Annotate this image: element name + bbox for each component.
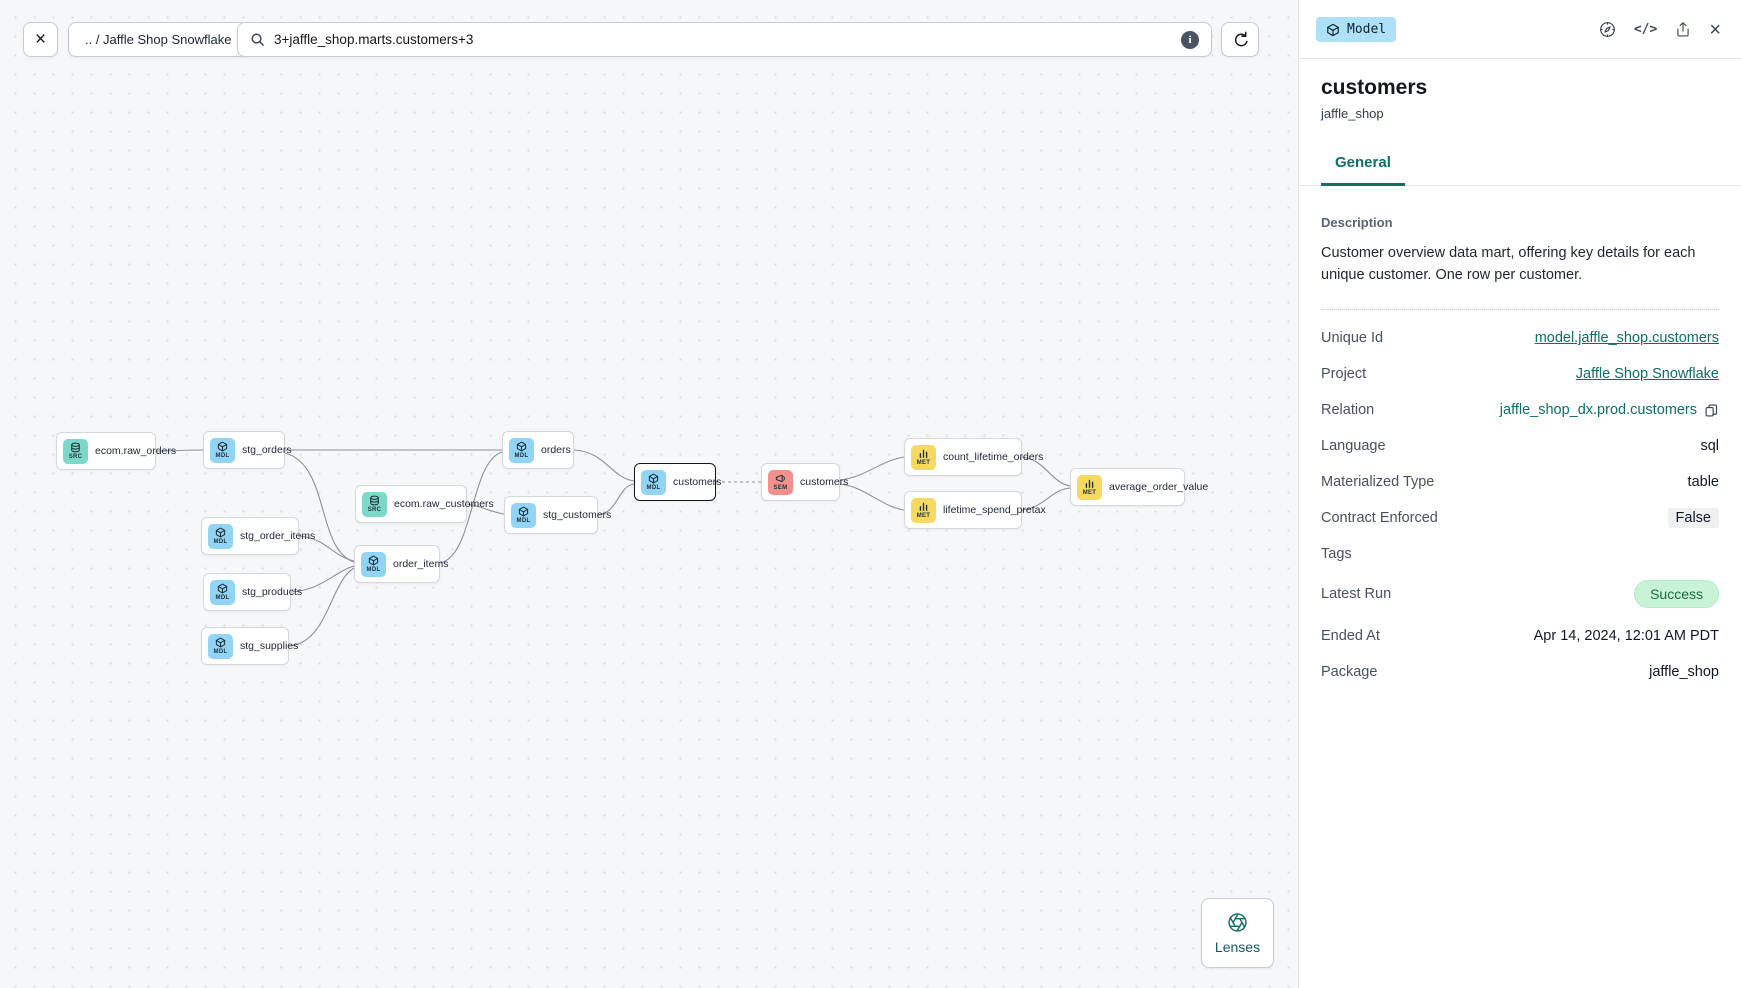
graph-node-count-lifetime-orders[interactable]: MET count_lifetime_orders [904, 438, 1043, 476]
source-node-icon: SRC [63, 438, 88, 464]
project-link[interactable]: Jaffle Shop Snowflake [1575, 366, 1719, 382]
field-row-contract-enforced: Contract Enforced False [1321, 508, 1719, 529]
details-panel: Model </> × customers jaffle_shop Genera… [1298, 0, 1741, 988]
model-node-icon: MDL [210, 579, 235, 605]
metric-node-icon: MET [1077, 474, 1102, 500]
field-row-project: Project Jaffle Shop Snowflake [1321, 366, 1719, 382]
graph-node-stg-supplies[interactable]: MDL stg_supplies [201, 627, 298, 665]
graph-node-orders[interactable]: MDL orders [502, 431, 574, 469]
copy-icon[interactable] [1704, 403, 1719, 418]
model-node-icon: MDL [509, 437, 534, 463]
page-title: customers [1321, 76, 1428, 99]
model-node-icon: MDL [511, 502, 536, 528]
status-badge: Success [1634, 579, 1719, 608]
graph-node-stg-order-items[interactable]: MDL stg_order_items [201, 517, 315, 555]
dotted-divider [1321, 308, 1719, 310]
semantic-model-node-icon: SEM [768, 469, 793, 495]
graph-node-customers-semantic[interactable]: SEM customers [761, 463, 848, 501]
resource-type-badge: Model [1316, 17, 1397, 42]
field-row-package: Package jaffle_shop [1321, 664, 1719, 680]
search-query-text: 3+jaffle_shop.marts.customers+3 [274, 32, 474, 47]
tab-general[interactable]: General [1321, 154, 1405, 186]
model-node-icon: MDL [208, 633, 233, 659]
relation-value: jaffle_shop_dx.prod.customers [1499, 402, 1697, 418]
model-node-icon: MDL [210, 437, 235, 463]
field-row-relation: Relation jaffle_shop_dx.prod.customers [1321, 400, 1719, 421]
share-icon[interactable] [1674, 20, 1692, 39]
panel-header: Model </> × [1299, 0, 1741, 59]
model-node-icon: MDL [361, 551, 386, 577]
field-row-unique-id: Unique Id model.jaffle_shop.customers [1321, 330, 1719, 346]
graph-node-stg-orders[interactable]: MDL stg_orders [203, 431, 292, 469]
model-node-icon: MDL [641, 469, 666, 495]
field-row-ended-at: Ended At Apr 14, 2024, 12:01 AM PDT [1321, 628, 1719, 644]
graph-node-lifetime-spend-pretax[interactable]: MET lifetime_spend_pretax [904, 491, 1046, 529]
materialized-type-value: table [1687, 474, 1719, 490]
model-node-icon: MDL [208, 523, 233, 549]
field-row-language: Language sql [1321, 438, 1719, 454]
ended-at-value: Apr 14, 2024, 12:01 AM PDT [1533, 628, 1719, 644]
graph-node-ecom-raw-customers[interactable]: SRC ecom.raw_customers [355, 485, 494, 523]
unique-id-link[interactable]: model.jaffle_shop.customers [1534, 330, 1719, 346]
graph-node-stg-products[interactable]: MDL stg_products [203, 573, 302, 611]
metric-node-icon: MET [911, 444, 936, 470]
aperture-icon [1228, 913, 1247, 932]
panel-tabs: General [1299, 154, 1741, 186]
field-row-materialized-type: Materialized Type table [1321, 474, 1719, 490]
language-value: sql [1700, 438, 1719, 454]
refresh-icon [1234, 31, 1248, 47]
lineage-canvas[interactable]: SRC ecom.raw_orders MDL stg_orders SRC e… [0, 0, 1298, 988]
field-row-tags: Tags [1321, 546, 1352, 562]
metric-node-icon: MET [911, 497, 936, 523]
cube-icon [1327, 23, 1339, 36]
field-row-latest-run: Latest Run Success [1321, 579, 1719, 608]
lineage-search-input[interactable]: 3+jaffle_shop.marts.customers+3 i [237, 22, 1212, 57]
graph-node-average-order-value[interactable]: MET average_order_value [1070, 468, 1208, 506]
info-icon[interactable]: i [1181, 30, 1199, 49]
breadcrumb[interactable]: .. / Jaffle Shop Snowflake [68, 22, 249, 57]
view-code-icon[interactable]: </> [1633, 22, 1658, 37]
graph-node-customers-selected[interactable]: MDL customers [634, 463, 721, 501]
contract-enforced-badge: False [1667, 508, 1719, 528]
description-label: Description [1321, 215, 1393, 230]
lineage-edges [155, 449, 1071, 647]
package-value: jaffle_shop [1649, 664, 1719, 680]
description-text: Customer overview data mart, offering ke… [1321, 245, 1696, 283]
graph-node-ecom-raw-orders[interactable]: SRC ecom.raw_orders [56, 432, 176, 470]
lenses-button[interactable]: Lenses [1201, 898, 1274, 968]
graph-node-stg-customers[interactable]: MDL stg_customers [504, 496, 611, 534]
package-subtitle: jaffle_shop [1321, 106, 1384, 121]
search-icon [251, 33, 264, 46]
close-panel-icon[interactable]: × [1709, 18, 1721, 41]
graph-node-order-items[interactable]: MDL order_items [354, 545, 448, 583]
explore-lineage-icon[interactable] [1598, 20, 1617, 39]
refresh-button[interactable] [1221, 22, 1259, 57]
close-lineage-button[interactable]: × [23, 22, 58, 57]
source-node-icon: SRC [362, 491, 387, 517]
